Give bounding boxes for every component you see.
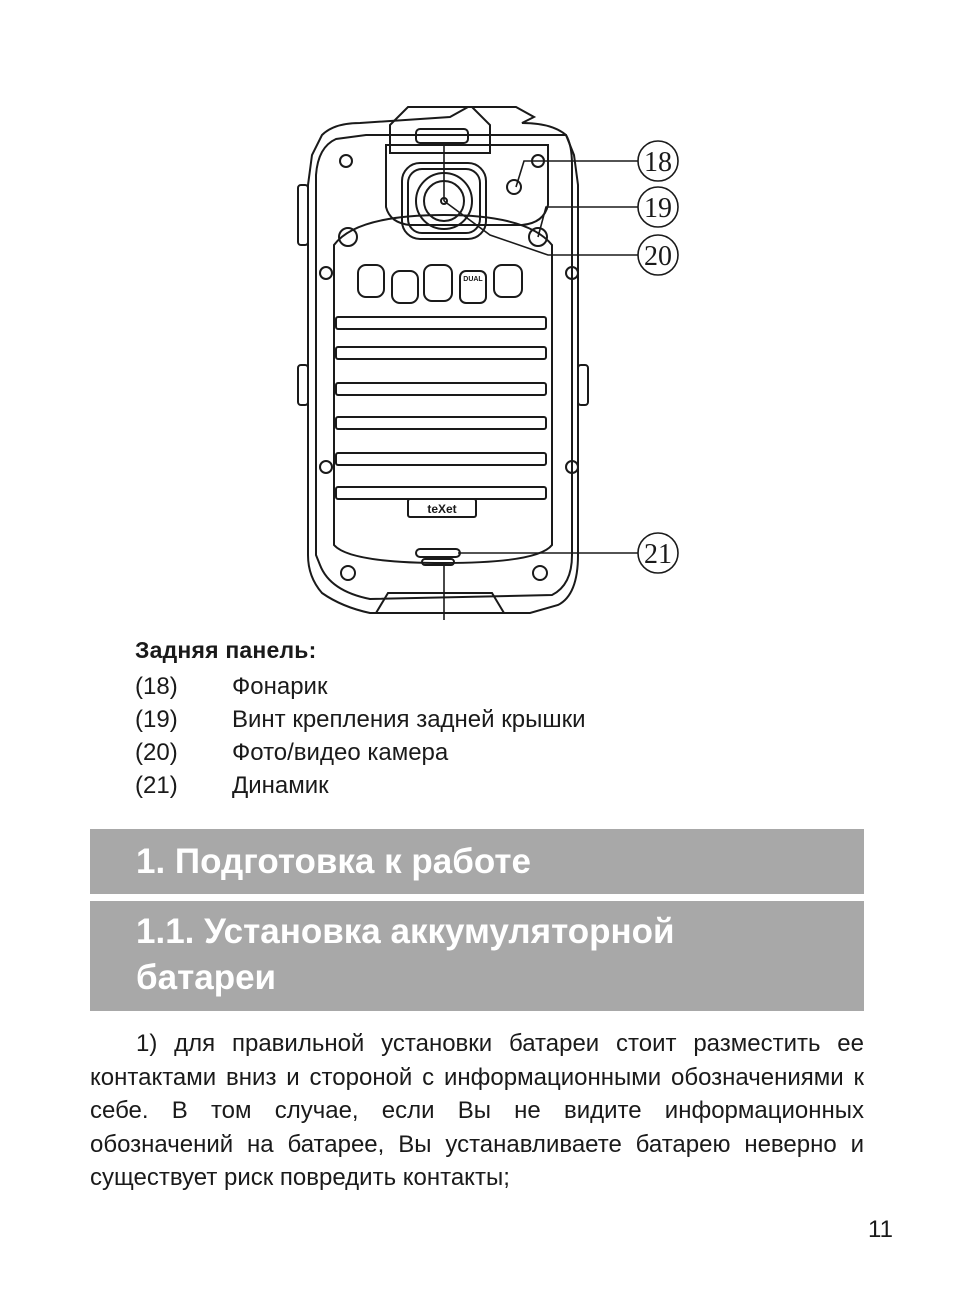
battery-cover bbox=[333, 213, 553, 565]
top-bump bbox=[389, 106, 491, 154]
rib bbox=[335, 316, 547, 330]
callout-number-18: 18 bbox=[644, 147, 672, 178]
legend-list: (18) Фонарик (19) Винт крепления задней кр… bbox=[135, 670, 585, 802]
callout-line-18 bbox=[515, 160, 640, 188]
callout-circle-20 bbox=[637, 234, 679, 276]
callout-number-21: 21 bbox=[644, 539, 672, 570]
body-paragraph: 1) для правильной установки батареи стои… bbox=[90, 1027, 864, 1195]
legend-item: (21) Динамик bbox=[135, 769, 585, 802]
legend-number: (21) bbox=[135, 772, 178, 799]
legend-item: (18) Фонарик bbox=[135, 670, 585, 703]
legend-label: Динамик bbox=[232, 772, 329, 799]
callout-line-20 bbox=[443, 200, 640, 256]
dual-label: DUAL bbox=[463, 276, 483, 283]
screw-right bbox=[528, 227, 548, 247]
legend-number: (19) bbox=[135, 706, 178, 733]
screw-left bbox=[338, 227, 358, 247]
top-slot bbox=[415, 128, 469, 144]
phone-shell bbox=[307, 106, 579, 614]
brand-plate bbox=[407, 498, 477, 518]
callout-line-19 bbox=[537, 206, 640, 238]
callout-circle-18 bbox=[637, 140, 679, 182]
phone-back-diagram: teXet DUAL 18 19 20 21 bbox=[290, 95, 690, 625]
legend-label: Винт крепления задней крышки bbox=[232, 706, 586, 733]
speaker bbox=[415, 548, 461, 558]
paragraph-text: 1) для правильной установки батареи стои… bbox=[90, 1030, 864, 1191]
phone-back-svg: teXet DUAL 18 19 20 21 bbox=[297, 106, 679, 620]
section-heading-1: 1. Подготовка к работе bbox=[90, 829, 864, 894]
callout-number-19: 19 bbox=[644, 193, 672, 224]
legend-number: (20) bbox=[135, 739, 178, 766]
callout-circle-19 bbox=[637, 186, 679, 228]
callout-number-20: 20 bbox=[644, 241, 672, 272]
brand-label: teXet bbox=[427, 502, 456, 516]
legend-label: Фонарик bbox=[232, 673, 328, 700]
callout-circle-21 bbox=[637, 532, 679, 574]
phone-inner-shell bbox=[315, 134, 573, 601]
section-heading-line: батареи bbox=[136, 958, 277, 997]
flashlight bbox=[506, 179, 522, 195]
section-heading-line: 1.1. Установка аккумуляторной bbox=[136, 912, 675, 951]
legend-item: (19) Винт крепления задней крышки bbox=[135, 703, 585, 736]
legend-number: (18) bbox=[135, 673, 178, 700]
page-number: 11 bbox=[868, 1216, 893, 1243]
legend-item: (20) Фото/видео камера bbox=[135, 736, 585, 769]
legend-label: Фото/видео камера bbox=[232, 739, 449, 766]
section-heading-1-1: 1.1. Установка аккумуляторной батареи bbox=[90, 901, 864, 1011]
legend-title: Задняя панель: bbox=[135, 637, 317, 663]
